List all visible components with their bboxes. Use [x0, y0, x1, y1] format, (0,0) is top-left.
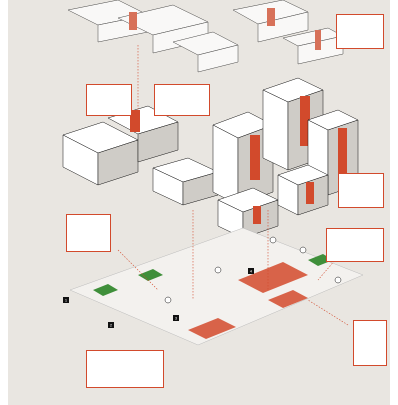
facade-accent	[253, 206, 261, 224]
tower	[262, 89, 289, 171]
isometric-diagram-sheet: 1 2 3 4	[8, 0, 390, 405]
annotation-note	[338, 173, 384, 208]
building-slab	[182, 171, 219, 206]
annotation-note	[326, 228, 384, 262]
facade-accent	[300, 96, 310, 146]
annotation-note	[336, 14, 384, 49]
annotation-note	[86, 350, 164, 388]
facade-accent	[315, 30, 321, 50]
courtyard-fill	[268, 290, 308, 308]
building	[257, 11, 309, 43]
annotation-note	[86, 84, 132, 116]
facade-accent	[306, 182, 314, 204]
facade-accent	[338, 128, 347, 176]
isometric-scene: 1 2 3 4	[62, 0, 364, 346]
marker: 4	[248, 268, 254, 274]
tree	[214, 266, 222, 274]
tree	[334, 276, 342, 284]
top-layer-buildings	[67, 0, 344, 73]
annotation-note	[353, 320, 387, 366]
building-slab	[137, 121, 179, 163]
tower	[212, 124, 239, 206]
building	[197, 44, 239, 73]
leader-lines	[117, 45, 349, 326]
courtyard-fill	[238, 262, 308, 293]
markers: 1 2 3 4	[63, 268, 254, 328]
green-patch	[93, 284, 118, 296]
marker-number: 1	[65, 298, 68, 303]
ground-layer	[69, 227, 364, 346]
marker: 1	[63, 297, 69, 303]
facade-accent	[267, 8, 275, 26]
marker-number: 3	[175, 316, 178, 321]
annotation-note	[66, 214, 111, 252]
marker: 3	[173, 315, 179, 321]
tree	[164, 296, 172, 304]
facade-accent	[250, 135, 260, 180]
marker-number: 4	[250, 269, 253, 274]
building-slab	[97, 139, 139, 186]
tree	[299, 246, 307, 254]
facade-accent	[130, 110, 140, 132]
annotation-note	[154, 84, 210, 116]
facade-accent	[129, 12, 137, 30]
green-patch	[138, 269, 163, 281]
tree	[269, 236, 277, 244]
ground-plane	[69, 227, 364, 346]
marker-number: 2	[110, 323, 113, 328]
marker: 2	[108, 322, 114, 328]
middle-layer-buildings	[62, 77, 359, 239]
courtyard-fill	[188, 318, 236, 339]
